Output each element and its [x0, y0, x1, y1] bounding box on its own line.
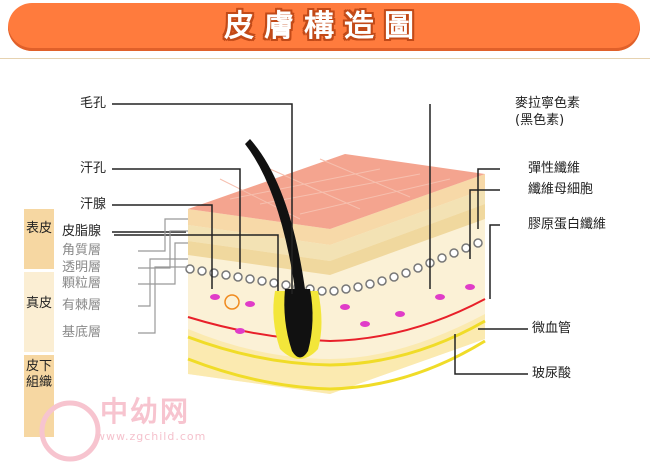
hypodermis-band	[24, 355, 54, 437]
leader-lines	[112, 103, 528, 375]
label-melanin-note: (黑色素)	[515, 113, 565, 128]
label-keratin: 角質層	[62, 243, 102, 258]
label-fibroblast: 纖維母細胞	[528, 182, 594, 197]
skin-illustration	[24, 103, 528, 462]
right-epi-1	[330, 174, 485, 245]
label-sweat-pore: 汗孔	[80, 161, 107, 176]
layer-leader-lines	[138, 218, 188, 334]
label-hair: 毛孔	[80, 96, 107, 111]
label-spinous: 有棘層	[62, 298, 102, 313]
capillary-line	[187, 298, 486, 343]
skin-surface	[188, 154, 485, 229]
dermis-band	[24, 272, 54, 352]
label-elastic: 彈性纖維	[528, 161, 581, 176]
diagram-area: 毛孔 汗孔 汗腺 皮脂腺 角質層 透明層 顆粒層 有棘層 基底層 麥拉寧色素 (…	[0, 58, 650, 476]
right-epi-3	[330, 204, 485, 275]
watermark-name: 中幼网	[100, 395, 191, 428]
label-transparent: 透明層	[62, 260, 102, 275]
hair-shaft	[245, 139, 305, 289]
label-melanin: 麥拉寧色素	[515, 96, 581, 111]
fat-line-1	[187, 319, 486, 367]
title-banner: 皮膚構造圖	[8, 3, 640, 51]
hair-bulb	[284, 289, 313, 358]
label-sweat-gland: 汗腺	[80, 197, 107, 212]
fat-line-2	[187, 339, 486, 391]
right-epi-2	[330, 189, 485, 261]
watermark-url: www.zgchild.com	[96, 430, 207, 443]
label-capillary: 微血管	[532, 321, 572, 336]
page-title: 皮膚構造圖	[224, 9, 424, 44]
label-collagen: 膠原蛋白纖維	[528, 217, 607, 232]
logo-mark	[39, 400, 101, 462]
label-hyaluronic: 玻尿酸	[532, 366, 572, 381]
side-label-hypodermis: 皮下組織	[25, 359, 52, 390]
label-basal: 基底層	[62, 325, 102, 340]
label-sebaceous: 皮脂腺	[62, 224, 102, 239]
epidermis-band	[24, 209, 54, 269]
side-label-dermis: 真皮	[25, 296, 52, 311]
sweat-gland-coil	[224, 294, 240, 310]
side-label-epidermis: 表皮	[25, 221, 52, 236]
surface-texture	[219, 158, 451, 220]
basal-cells	[185, 238, 483, 296]
label-granular: 顆粒層	[62, 276, 102, 291]
hypodermis-region	[188, 314, 485, 394]
